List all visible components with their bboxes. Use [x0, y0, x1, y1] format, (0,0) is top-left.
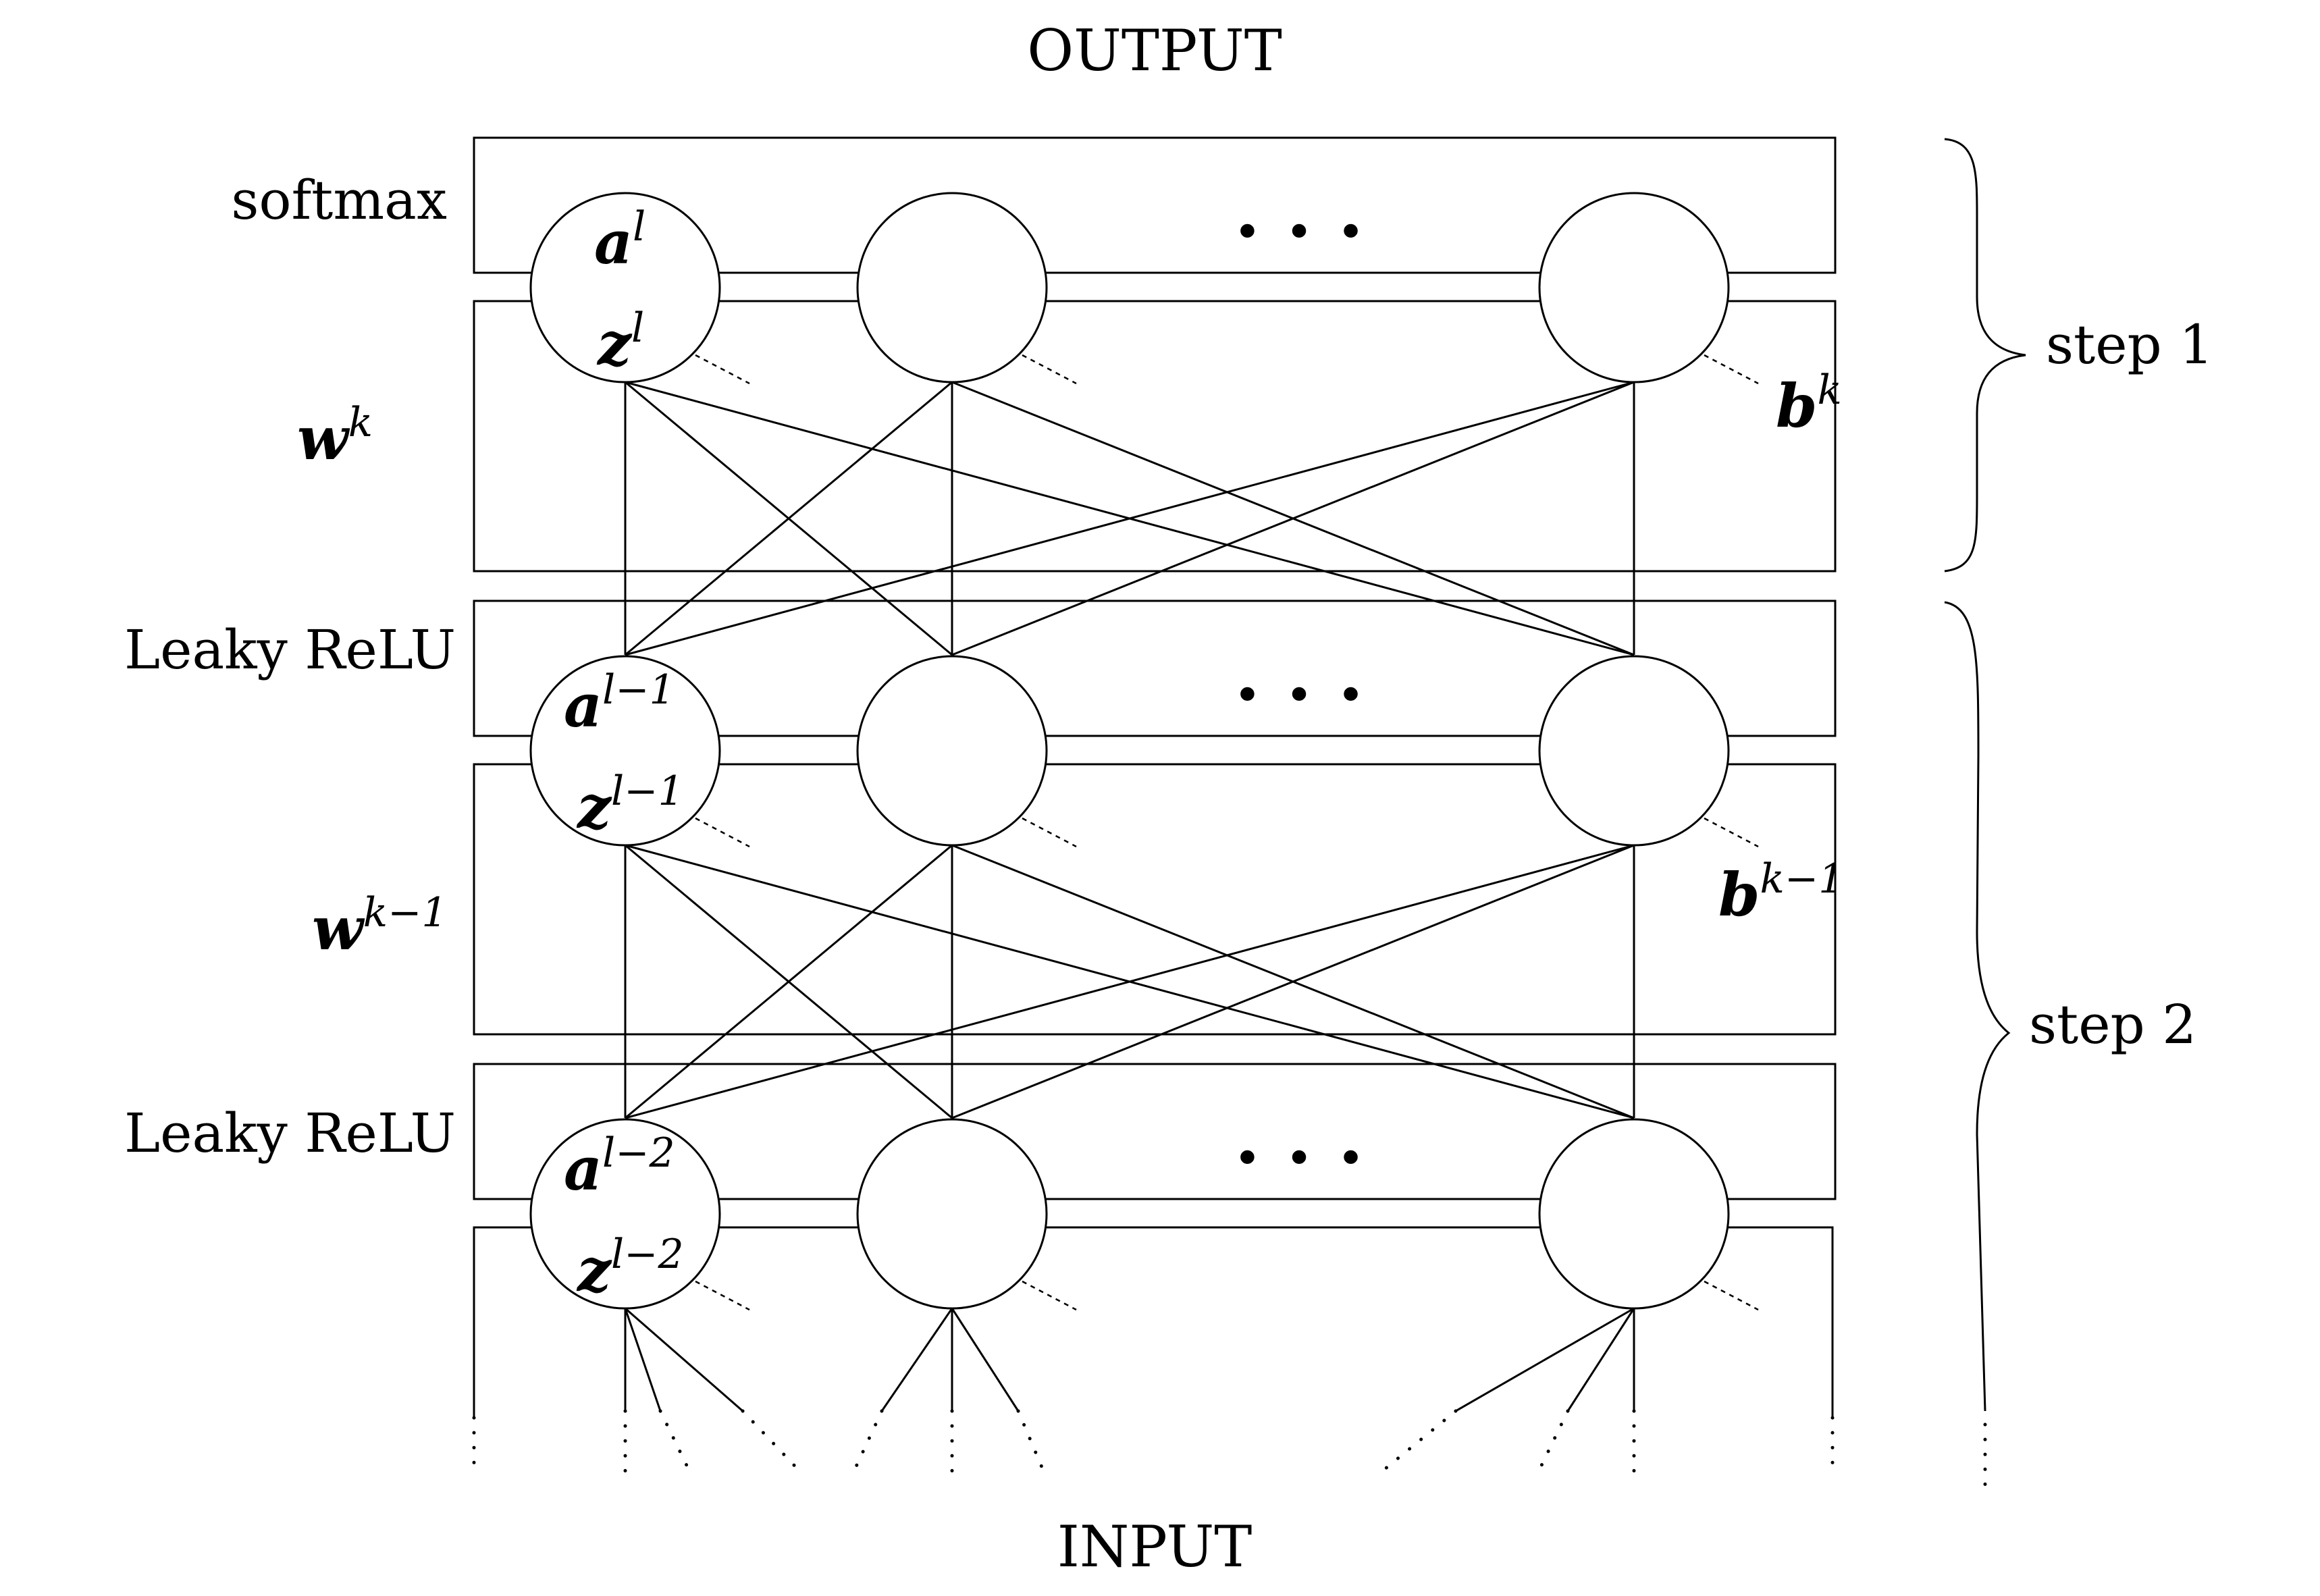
neuron-top-1 — [529, 192, 721, 383]
layer-boxes — [473, 136, 1837, 1416]
preactivation-z-l: zl — [596, 304, 644, 379]
leaky-relu-box-1 — [473, 600, 1837, 737]
connections-step1 — [624, 381, 1635, 656]
ellipses: · · · · · · · · · — [1234, 187, 1363, 1200]
weights-w-k-1: wk−1 — [312, 889, 448, 963]
activation-a-l-2: al−2 — [564, 1129, 675, 1204]
math-labels: al zl al−1 zl−1 al−2 zl−2 wk wk−1 bk bk−… — [297, 203, 1844, 1305]
neuron-mid-3 — [1538, 655, 1730, 847]
neuron-bot-1 — [529, 1118, 721, 1310]
preactivation-z-l-2: zl−2 — [576, 1231, 684, 1305]
output-label: OUTPUT — [1027, 18, 1282, 84]
activation-a-l-1: al−1 — [564, 666, 675, 741]
input-connections — [472, 1307, 1987, 1487]
bias-b-k-1: bk−1 — [1718, 855, 1844, 930]
ellipsis-bot: · · · — [1234, 1113, 1363, 1200]
leaky-relu-label-1: Leaky ReLU — [124, 618, 456, 681]
softmax-label: softmax — [231, 169, 447, 232]
neuron-bot-2 — [856, 1118, 1048, 1310]
brace-step2 — [1944, 601, 2011, 1412]
neuron-top-2 — [856, 192, 1048, 383]
step2-label: step 2 — [2029, 993, 2196, 1056]
softmax-box — [473, 136, 1837, 274]
neuron-bot-3 — [1538, 1118, 1730, 1310]
neurons — [529, 192, 1730, 1310]
ellipsis-mid: · · · — [1234, 650, 1363, 737]
brace-step1 — [1944, 138, 2026, 573]
connections-step2 — [624, 844, 1635, 1119]
preactivation-z-l-1: zl−1 — [576, 768, 684, 842]
ellipsis-top: · · · — [1234, 187, 1363, 274]
input-box — [473, 1226, 1834, 1416]
input-label: INPUT — [1057, 1514, 1253, 1580]
neuron-mid-2 — [856, 655, 1048, 847]
bias-b-k: bk — [1776, 367, 1842, 441]
neuron-top-3 — [1538, 192, 1730, 383]
bias-ticks — [695, 354, 1759, 1311]
leaky-relu-box-2 — [473, 1063, 1837, 1200]
activation-a-l: al — [594, 203, 645, 277]
weights-w-k: wk — [297, 399, 373, 473]
step1-label: step 1 — [2046, 313, 2213, 376]
neuron-mid-1 — [529, 655, 721, 847]
leaky-relu-label-2: Leaky ReLU — [124, 1102, 456, 1165]
weights-k-box — [473, 300, 1837, 573]
weights-k-1-box — [473, 763, 1837, 1036]
